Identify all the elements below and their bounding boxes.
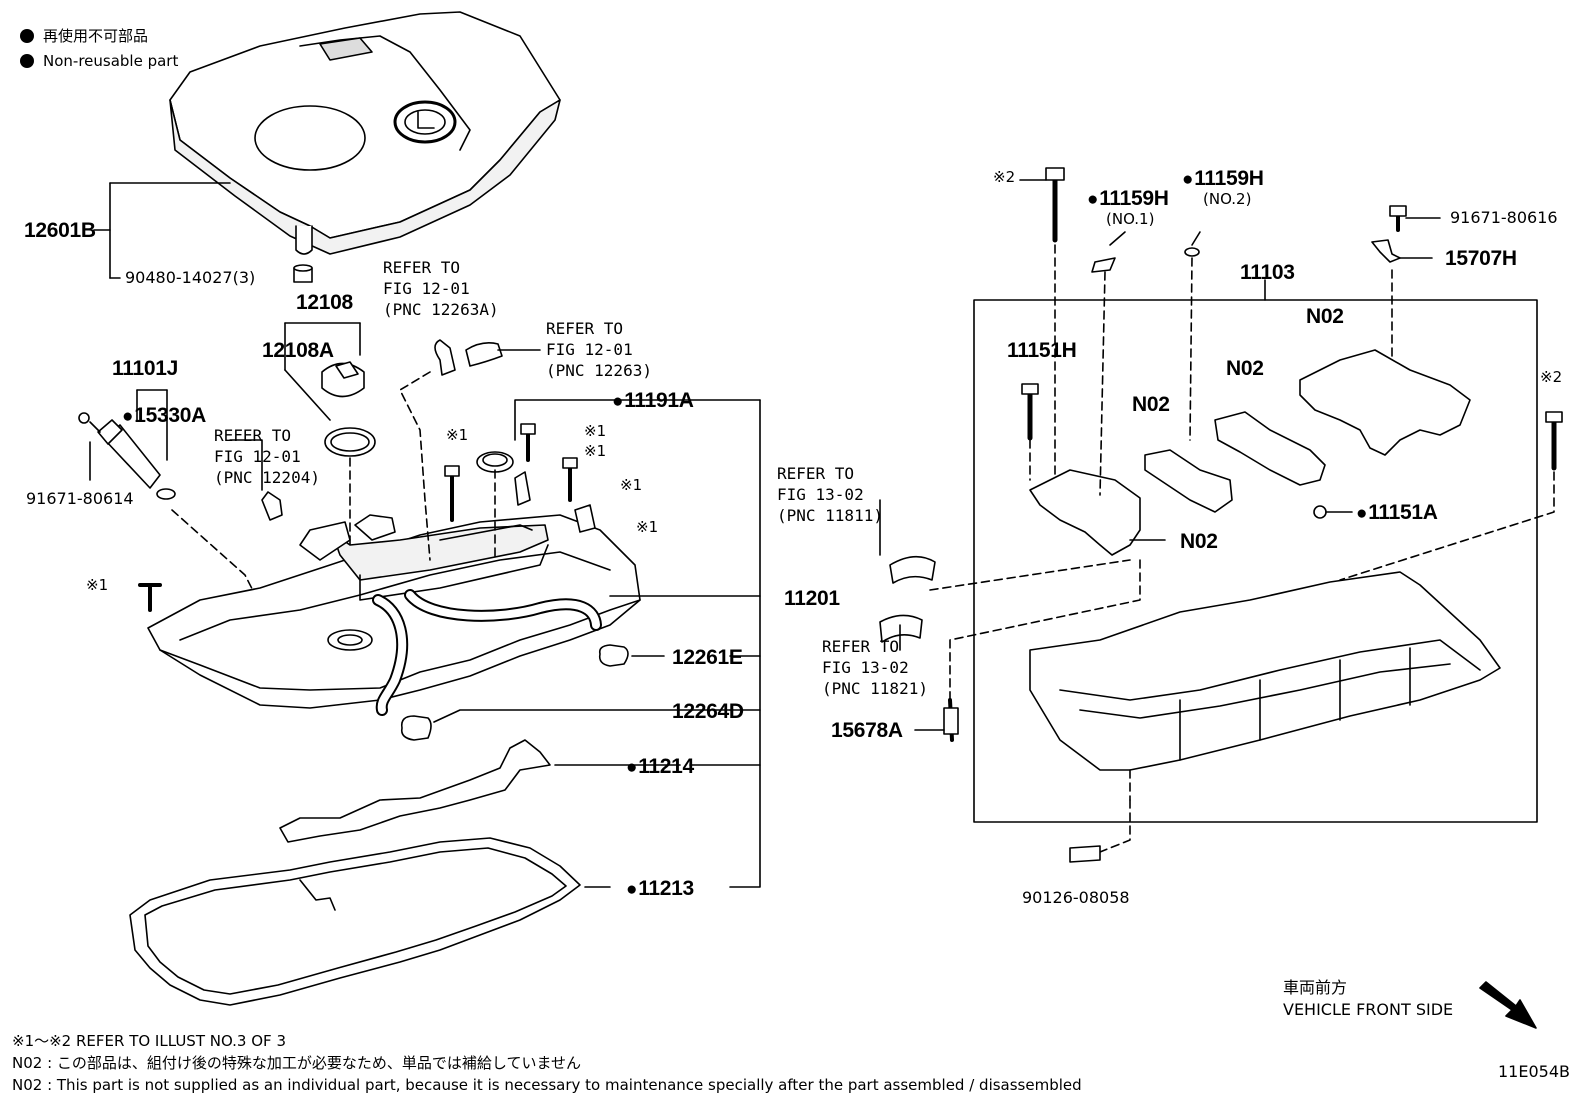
- part-15330A-label[interactable]: 15330A: [122, 405, 206, 426]
- part-11214-label[interactable]: 11214: [626, 756, 694, 777]
- part-11191A-label[interactable]: 11191A: [612, 390, 694, 411]
- refer-fig-12-01-12263A[interactable]: REFER TO FIG 12-01 (PNC 12263A): [383, 258, 499, 319]
- part-15678A-label[interactable]: 15678A: [831, 719, 903, 742]
- legend-jp: 再使用不可部品: [20, 29, 148, 44]
- n02-label-a[interactable]: N02: [1306, 305, 1344, 328]
- refer-fig-13-02-11811[interactable]: REFER TO FIG 13-02 (PNC 11811): [777, 464, 883, 525]
- part-11159H-no1-sub: (NO.1): [1106, 210, 1155, 228]
- mark-1-left: ※1: [86, 576, 109, 594]
- part-11159H-no1-label[interactable]: 11159H: [1087, 188, 1169, 209]
- part-11101J-label[interactable]: 11101J: [112, 357, 178, 380]
- refer-fig-12-01-12263[interactable]: REFER TO FIG 12-01 (PNC 12263): [546, 319, 652, 380]
- part-90126-08058-label[interactable]: 90126-08058: [1022, 888, 1130, 907]
- part-12108-label[interactable]: 12108: [296, 291, 353, 314]
- front-direction-arrow: [1479, 981, 1537, 1029]
- mark-1-bolt-a: ※1: [446, 426, 469, 444]
- part-12601B-label[interactable]: 12601B: [24, 219, 96, 242]
- note-n02-en: N02 : This part is not supplied as an in…: [12, 1076, 1082, 1094]
- part-90480-label[interactable]: 90480-14027(3): [125, 268, 256, 287]
- part-11201-label[interactable]: 11201: [784, 587, 840, 610]
- cam-bearing-caps-drawing: [879, 167, 1563, 863]
- part-11103-label[interactable]: 11103: [1240, 261, 1295, 284]
- mark-2-right: ※2: [1540, 368, 1563, 386]
- part-12261E-label[interactable]: 12261E: [672, 646, 743, 669]
- front-side-en: VEHICLE FRONT SIDE: [1283, 1000, 1454, 1019]
- note-n02-jp: N02 : この部品は、組付け後の特殊な加工が必要なため、単品では補給していませ…: [12, 1054, 582, 1072]
- cylinder-head-cover-drawing: [147, 514, 761, 741]
- mark-2-top: ※2: [993, 168, 1016, 186]
- refer-fig-13-02-11821[interactable]: REFER TO FIG 13-02 (PNC 11821): [822, 637, 928, 698]
- part-11151H-label[interactable]: 11151H: [1007, 339, 1077, 362]
- gaskets-drawing: [129, 739, 681, 1006]
- part-15707H-label[interactable]: 15707H: [1445, 247, 1517, 270]
- mark-1-bolt-b: ※1: [584, 422, 607, 440]
- legend-en: Non-reusable part: [20, 54, 178, 69]
- part-12264D-label[interactable]: 12264D: [672, 700, 744, 723]
- part-91671-80614-label[interactable]: 91671-80614: [26, 489, 134, 508]
- engine-cover-drawing: [93, 11, 561, 283]
- part-11159H-no2-label[interactable]: 11159H: [1182, 168, 1264, 189]
- mark-1-bolt-d: ※1: [620, 476, 643, 494]
- n02-label-c[interactable]: N02: [1132, 393, 1170, 416]
- mark-1-bolt-c: ※1: [584, 442, 607, 460]
- part-11159H-no2-sub: (NO.2): [1203, 190, 1252, 208]
- figure-id: 11E054B: [1498, 1062, 1570, 1081]
- part-11151A-label[interactable]: 11151A: [1356, 502, 1438, 523]
- front-side-jp: 車両前方: [1283, 978, 1348, 997]
- n02-label-b[interactable]: N02: [1226, 357, 1264, 380]
- bolts-left-drawing: [138, 339, 761, 888]
- n02-label-d[interactable]: N02: [1180, 530, 1218, 553]
- part-12108A-label[interactable]: 12108A: [262, 339, 334, 362]
- mark-1-bolt-e: ※1: [636, 518, 659, 536]
- refer-fig-12-01-12204[interactable]: REFER TO FIG 12-01 (PNC 12204): [214, 426, 320, 487]
- note-refer-illust: ※1～※2 REFER TO ILLUST NO.3 OF 3: [12, 1032, 286, 1050]
- part-91671-80616-label[interactable]: 91671-80616: [1450, 208, 1558, 227]
- part-11213-label[interactable]: 11213: [626, 878, 694, 899]
